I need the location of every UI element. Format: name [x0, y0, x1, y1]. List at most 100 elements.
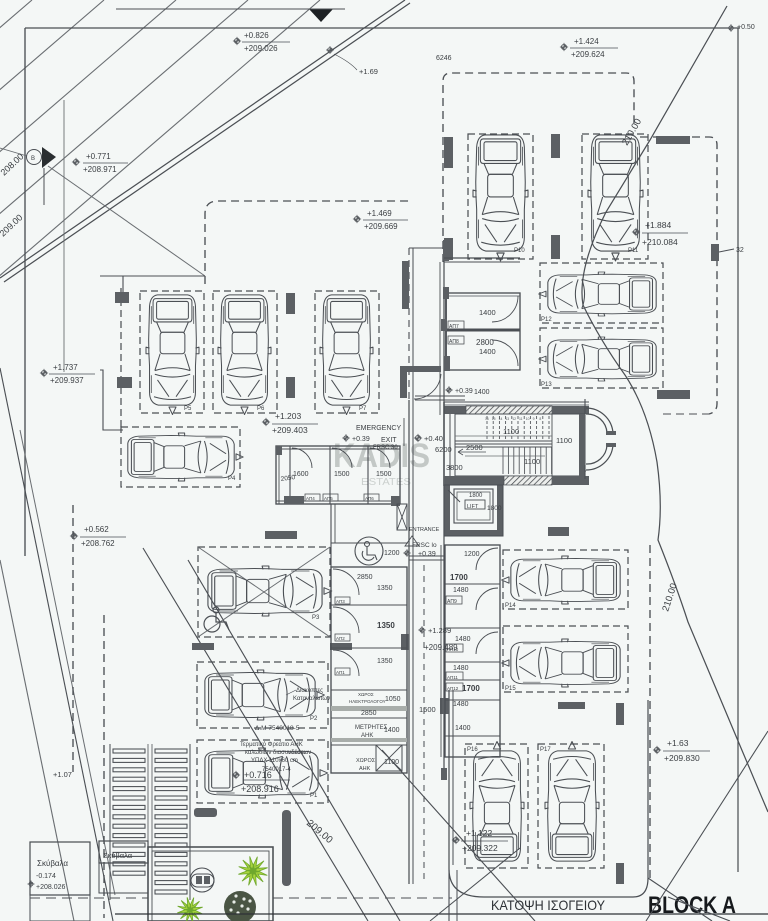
- svg-text:1800: 1800: [469, 493, 483, 499]
- svg-text:+1.737: +1.737: [53, 363, 78, 372]
- svg-text:+1.469: +1.469: [367, 209, 392, 218]
- svg-text:+1.884: +1.884: [645, 220, 672, 230]
- svg-text:+1.203: +1.203: [275, 411, 302, 421]
- svg-text:+0.39: +0.39: [352, 436, 370, 443]
- svg-text:ΥΠΔΧ 110x60 cm: ΥΠΔΧ 110x60 cm: [251, 758, 298, 764]
- svg-text:Σκύβαλα: Σκύβαλα: [103, 851, 133, 860]
- svg-text:P10: P10: [514, 248, 525, 254]
- svg-text:+210.084: +210.084: [642, 237, 678, 247]
- svg-text:6200: 6200: [435, 445, 452, 454]
- svg-text:+208.916: +208.916: [241, 784, 279, 794]
- svg-text:1400: 1400: [384, 727, 400, 734]
- svg-text:+1.424: +1.424: [574, 37, 599, 46]
- svg-text:1500: 1500: [376, 471, 392, 478]
- svg-text:P4: P4: [228, 476, 236, 482]
- svg-text:+1.07: +1.07: [53, 770, 72, 779]
- svg-text:1500: 1500: [419, 705, 436, 714]
- svg-text:ΑΠ12: ΑΠ12: [447, 686, 459, 691]
- svg-text:+209.830: +209.830: [664, 753, 700, 763]
- svg-text:1200: 1200: [384, 550, 400, 557]
- svg-text:ΑΠ11: ΑΠ11: [447, 675, 458, 680]
- svg-text:1480: 1480: [453, 701, 469, 708]
- svg-text:1700: 1700: [462, 684, 480, 693]
- svg-text:P16: P16: [467, 747, 478, 753]
- svg-text:P1: P1: [310, 793, 318, 799]
- svg-text:ESTATES: ESTATES: [361, 477, 411, 488]
- svg-text:ΚΑΤΟΨΗ ΙΣΟΓΕΙΟΥ: ΚΑΤΟΨΗ ΙΣΟΓΕΙΟΥ: [491, 897, 606, 913]
- svg-text:+0.40: +0.40: [424, 434, 443, 443]
- svg-text:Τερματικό Φρεάτιο ΑΗΚ: Τερματικό Φρεάτιο ΑΗΚ: [240, 741, 303, 748]
- svg-text:Σκύβαλα: Σκύβαλα: [37, 859, 68, 868]
- svg-text:ΑΠ8: ΑΠ8: [449, 339, 459, 345]
- svg-text:+0.39: +0.39: [455, 388, 473, 395]
- svg-text:P14: P14: [505, 603, 516, 609]
- svg-text:1480: 1480: [455, 636, 471, 643]
- svg-text:15: 15: [492, 417, 496, 421]
- svg-text:2500: 2500: [466, 443, 483, 452]
- svg-text:+209.937: +209.937: [50, 376, 84, 385]
- svg-text:+1.289: +1.289: [428, 626, 451, 635]
- svg-text:ΑΠ6: ΑΠ6: [365, 496, 374, 501]
- svg-text:10: 10: [526, 417, 530, 421]
- svg-text:ΑΗΚ: ΑΗΚ: [359, 766, 371, 772]
- svg-text:ΑΠ1: ΑΠ1: [336, 670, 345, 675]
- svg-text:P3: P3: [312, 615, 320, 621]
- svg-text:P7: P7: [359, 406, 367, 412]
- svg-text:+209.403: +209.403: [272, 425, 308, 435]
- svg-text:+0.50: +0.50: [737, 24, 755, 31]
- svg-text:+0.771: +0.771: [86, 152, 111, 161]
- svg-text:P15: P15: [505, 686, 516, 692]
- svg-text:2050: 2050: [280, 474, 296, 483]
- svg-text:13: 13: [505, 417, 509, 421]
- svg-text:ΑΠ2: ΑΠ2: [336, 636, 345, 641]
- svg-text:6246: 6246: [436, 55, 452, 62]
- svg-text:+208.762: +208.762: [81, 539, 115, 548]
- svg-text:1700: 1700: [450, 573, 468, 582]
- svg-text:1100: 1100: [524, 457, 540, 466]
- svg-text:1200: 1200: [464, 551, 480, 558]
- svg-text:+0.39: +0.39: [418, 551, 436, 558]
- svg-text:P17: P17: [540, 747, 551, 753]
- svg-text:+1.69: +1.69: [359, 67, 378, 76]
- svg-text:+0.826: +0.826: [244, 31, 269, 40]
- svg-text:ΑΠ7: ΑΠ7: [449, 324, 459, 330]
- svg-text:1100: 1100: [503, 427, 519, 436]
- svg-text:FRSC 30: FRSC 30: [373, 445, 398, 451]
- svg-text:+1.63: +1.63: [667, 738, 689, 748]
- svg-text:7540017-4: 7540017-4: [262, 767, 291, 773]
- svg-text:8: 8: [539, 417, 541, 421]
- svg-text:1350: 1350: [377, 658, 393, 665]
- svg-text:3800: 3800: [446, 463, 463, 472]
- svg-text:1400: 1400: [455, 725, 471, 732]
- svg-text:καλωδίων διασυνδέσεων: καλωδίων διασυνδέσεων: [245, 749, 311, 756]
- svg-text:ΑΠ10: ΑΠ10: [447, 647, 459, 652]
- svg-text:+209.669: +209.669: [364, 222, 398, 231]
- svg-text:P2: P2: [310, 716, 318, 722]
- svg-text:P13: P13: [541, 382, 552, 388]
- svg-text:-0.174: -0.174: [36, 873, 56, 880]
- svg-text:P5: P5: [184, 406, 192, 412]
- svg-text:EMERGENCY: EMERGENCY: [356, 425, 401, 432]
- svg-text:1400: 1400: [479, 308, 496, 317]
- svg-text:1800: 1800: [487, 505, 502, 512]
- svg-text:1480: 1480: [453, 665, 469, 672]
- svg-text:ΧΩΡΟΣ: ΧΩΡΟΣ: [356, 758, 376, 764]
- svg-text:1350: 1350: [377, 585, 393, 592]
- svg-text:KADIS: KADIS: [333, 437, 430, 475]
- svg-text:+208.026: +208.026: [36, 884, 65, 891]
- svg-text:ΑΠ9: ΑΠ9: [447, 599, 457, 605]
- svg-text:FRSC lo: FRSC lo: [412, 542, 437, 549]
- svg-text:1400: 1400: [479, 347, 496, 356]
- svg-text:LIFT: LIFT: [467, 504, 479, 510]
- svg-text:ΑΗΚ: ΑΗΚ: [361, 733, 373, 739]
- svg-text:+1.122: +1.122: [466, 828, 493, 838]
- svg-text:32: 32: [736, 247, 744, 254]
- svg-text:+209.624: +209.624: [571, 50, 605, 59]
- svg-text:ΗΛΕΚΤΡΟΛΟΓΟΥ: ΗΛΕΚΤΡΟΛΟΓΟΥ: [349, 699, 386, 704]
- svg-text:+0.562: +0.562: [84, 525, 109, 534]
- svg-text:+209.322: +209.322: [462, 843, 498, 853]
- svg-text:1500: 1500: [334, 471, 350, 478]
- svg-text:ΑΠ4: ΑΠ4: [306, 496, 315, 501]
- svg-text:1600: 1600: [293, 471, 309, 478]
- svg-text:+0.716: +0.716: [244, 770, 272, 780]
